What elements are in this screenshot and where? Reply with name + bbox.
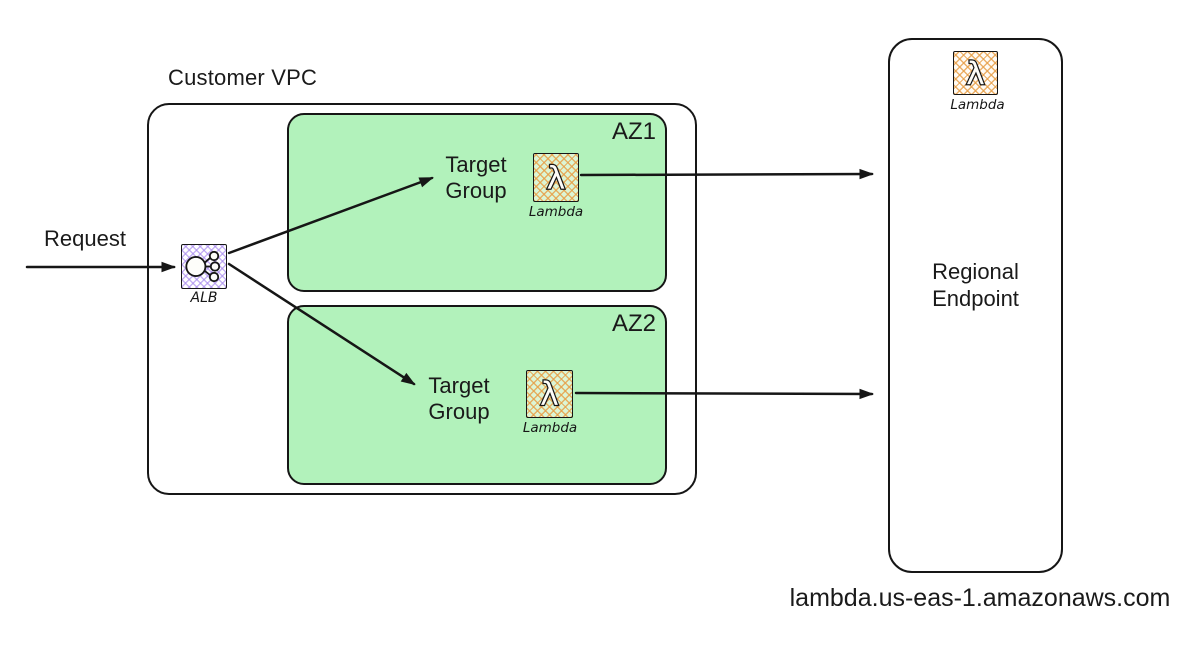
regional-endpoint-domain: lambda.us-eas-1.amazonaws.com	[789, 584, 1171, 612]
svg-text:λ: λ	[547, 161, 566, 197]
lambda-icon: λ	[533, 153, 579, 202]
lambda-icon: λ	[953, 51, 998, 95]
request-label: Request	[44, 226, 126, 251]
az1-target-group-label: Target Group	[445, 152, 507, 203]
alb-caption: ALB	[190, 290, 218, 306]
lambda-icon: λ	[526, 370, 573, 418]
svg-text:λ: λ	[966, 56, 985, 92]
regional-lambda-caption: Lambda	[950, 97, 1005, 113]
customer-vpc-title: Customer VPC	[168, 65, 318, 90]
alb-icon	[181, 244, 227, 289]
svg-text:λ: λ	[540, 377, 559, 413]
regional-endpoint-title: Regional Endpoint	[932, 259, 1019, 311]
az2-box: AZ2 Target Group λ Lambda	[287, 305, 667, 485]
az1-lambda-caption: Lambda	[528, 204, 584, 220]
az1-label: AZ1	[611, 118, 656, 145]
az1-box: AZ1 Target Group λ Lambda	[287, 113, 667, 292]
regional-endpoint-box: λ Lambda Regional Endpoint	[888, 38, 1063, 573]
az2-target-group-label: Target Group	[428, 373, 490, 424]
az2-label: AZ2	[611, 310, 656, 337]
az2-lambda-caption: Lambda	[522, 420, 578, 436]
